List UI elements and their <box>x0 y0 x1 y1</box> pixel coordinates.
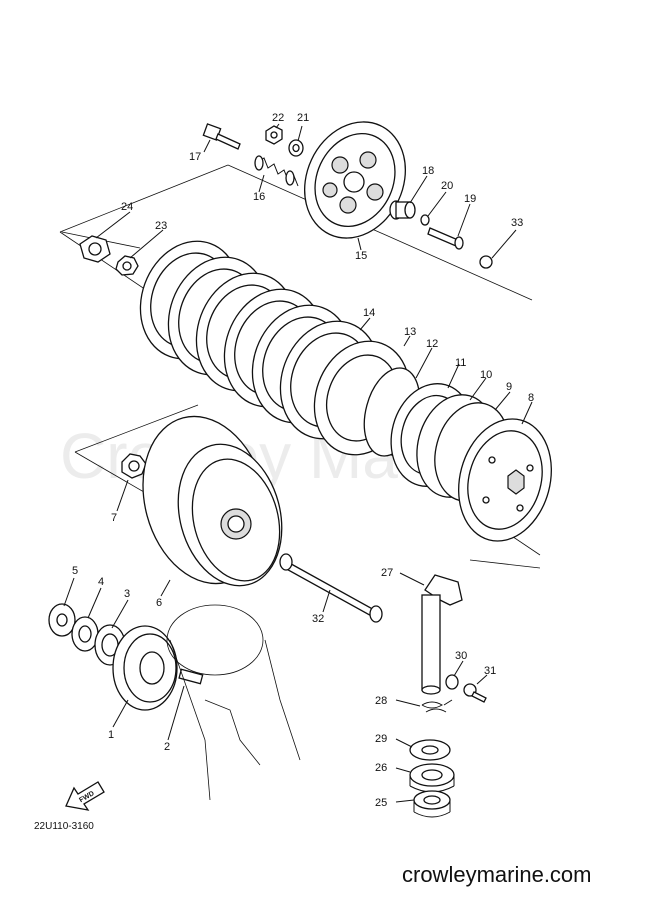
washer-21[interactable] <box>288 139 304 157</box>
leader-lines <box>63 123 533 803</box>
callout-24: 24 <box>121 201 133 213</box>
callout-16: 16 <box>253 191 265 203</box>
ball-33[interactable] <box>479 255 493 269</box>
callout-31: 31 <box>484 665 496 677</box>
callout-29: 29 <box>375 733 387 745</box>
callout-30: 30 <box>455 650 467 662</box>
callout-4: 4 <box>98 576 104 588</box>
callout-20: 20 <box>441 180 453 192</box>
primary-drive-gear-1[interactable] <box>112 625 178 711</box>
push-rod-19[interactable] <box>427 227 464 250</box>
clutch-housing-6[interactable] <box>125 402 297 597</box>
bearing-25[interactable] <box>413 790 451 818</box>
callout-23: 23 <box>155 220 167 232</box>
lock-washer-4[interactable] <box>71 616 99 652</box>
callout-28: 28 <box>375 695 387 707</box>
callout-7: 7 <box>111 512 117 524</box>
pressure-plate-15[interactable] <box>286 105 424 254</box>
callout-11: 11 <box>455 357 466 369</box>
push-lever-27[interactable] <box>421 574 463 695</box>
callout-2: 2 <box>164 741 170 753</box>
key-2[interactable] <box>178 668 204 685</box>
callout-1: 1 <box>108 729 114 741</box>
push-piece-18[interactable] <box>389 200 416 220</box>
callout-14: 14 <box>363 307 375 319</box>
callout-6: 6 <box>156 597 162 609</box>
callout-21: 21 <box>297 112 309 124</box>
callout-17: 17 <box>189 151 201 163</box>
callout-19: 19 <box>464 193 476 205</box>
callout-13: 13 <box>404 326 416 338</box>
diagram-code: 22U110-3160 <box>34 821 94 832</box>
callout-22: 22 <box>272 112 284 124</box>
screw-31[interactable] <box>463 683 487 703</box>
callout-15: 15 <box>355 250 367 262</box>
spring-16[interactable] <box>254 155 299 187</box>
clutch-plates-stack[interactable] <box>124 227 395 453</box>
callout-27: 27 <box>381 567 393 579</box>
washer-30[interactable] <box>445 674 459 690</box>
callout-25: 25 <box>375 797 387 809</box>
callout-9: 9 <box>506 381 512 393</box>
nut-5[interactable] <box>48 603 76 637</box>
callout-5: 5 <box>72 565 78 577</box>
callout-3: 3 <box>124 588 130 600</box>
callout-33: 33 <box>511 217 523 229</box>
callout-8: 8 <box>528 392 534 404</box>
washer-29[interactable] <box>409 739 451 761</box>
spring-28[interactable] <box>421 699 453 713</box>
callout-10: 10 <box>480 369 492 381</box>
lock-washer-23[interactable] <box>115 255 139 276</box>
oil-seal-26[interactable] <box>409 763 455 793</box>
callout-18: 18 <box>422 165 434 177</box>
callout-labels: 17 22 21 16 15 18 20 19 33 24 23 14 13 1… <box>72 112 534 809</box>
callout-12: 12 <box>426 338 438 350</box>
crankshaft-outline <box>166 604 301 801</box>
push-rod-32[interactable] <box>279 553 383 623</box>
clutch-boss-8[interactable] <box>445 408 564 551</box>
nut-24[interactable] <box>79 235 111 263</box>
bolt-17[interactable] <box>202 123 241 150</box>
forward-arrow-icon: FWD <box>65 781 105 811</box>
nut-22[interactable] <box>265 125 283 145</box>
o-ring-20[interactable] <box>420 214 430 226</box>
callout-32: 32 <box>312 613 324 625</box>
site-url[interactable]: crowleymarine.com <box>402 862 592 887</box>
callout-26: 26 <box>375 762 387 774</box>
